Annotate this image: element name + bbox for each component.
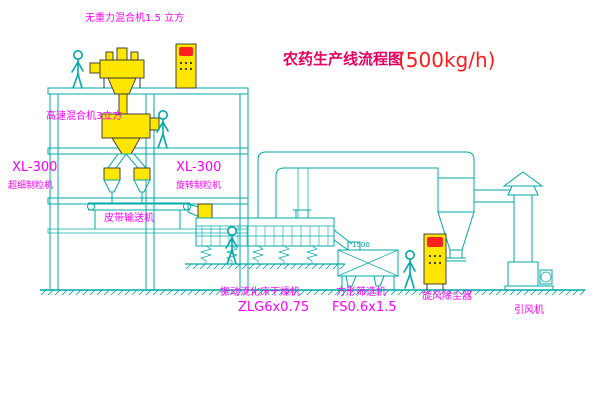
- dryer-feed-inlet: [197, 203, 213, 219]
- induced-draft-fan: [504, 261, 554, 291]
- label-granulator-right-name: 旋转制粒机: [176, 179, 221, 191]
- label-high-speed-mixer: 高速混合机3立方: [46, 109, 122, 122]
- label-gravity-free-mixer: 无重力混合机1.5 立方: [85, 11, 184, 24]
- ground-line: [40, 263, 585, 295]
- label-dryer-model: ZLG6x0.75: [238, 300, 309, 315]
- splitter-duct: [107, 153, 148, 169]
- mixer-motor: [89, 62, 101, 74]
- granulator-right-unit: [133, 167, 151, 203]
- cabinet-indicator: [179, 47, 193, 56]
- building-column-right: [239, 93, 249, 291]
- control-cabinet-2: [423, 233, 447, 290]
- dryer-springs: [199, 245, 319, 264]
- fan-motor: [539, 269, 553, 285]
- label-cyclone: 旋风除尘器: [422, 289, 472, 302]
- label-sieve-name: 方形筛选机: [336, 285, 386, 298]
- fluid-bed-dryer: [195, 203, 335, 264]
- dryer-to-sieve-chute: [333, 229, 353, 251]
- exhaust-duct: [257, 151, 475, 218]
- label-fan: 引风机: [514, 303, 544, 316]
- building-column-left: [49, 93, 59, 291]
- mixer2-motor: [149, 117, 160, 131]
- label-dryer-name: 振动流化床干燥机: [220, 285, 300, 298]
- control-cabinet-1: [175, 43, 197, 89]
- cyclone-outlet-duct: [474, 189, 514, 203]
- worker-figure-roof: [71, 49, 84, 89]
- label-granulator-right-model: XL-300: [176, 160, 221, 175]
- rain-cap: [502, 171, 544, 187]
- dryer-riser-pipe: [297, 168, 309, 218]
- worker-figure-sieve: [403, 250, 416, 289]
- diagram-title: 农药生产线流程图: [282, 50, 403, 68]
- belt-conveyor: [87, 202, 203, 229]
- label-granulator-left-name: 超细制粒机: [8, 179, 53, 191]
- label-sieve-model: FS0.6x1.5: [332, 300, 397, 315]
- label-belt-conveyor: 皮带输送机: [104, 211, 154, 224]
- dimension-sieve-length: 1500: [352, 241, 370, 249]
- granulator-left-unit: [103, 167, 121, 203]
- exhaust-stack: [502, 171, 544, 262]
- square-sieve: [333, 229, 399, 290]
- diagram-capacity: (500kg/h): [398, 48, 495, 72]
- worker-figure-floor2: [156, 110, 169, 149]
- cabinet2-indicator: [427, 237, 443, 247]
- cyclone-dust-collector: [437, 177, 514, 262]
- label-granulator-left-model: XL-300: [12, 160, 57, 175]
- gravity-free-mixer: [89, 47, 145, 115]
